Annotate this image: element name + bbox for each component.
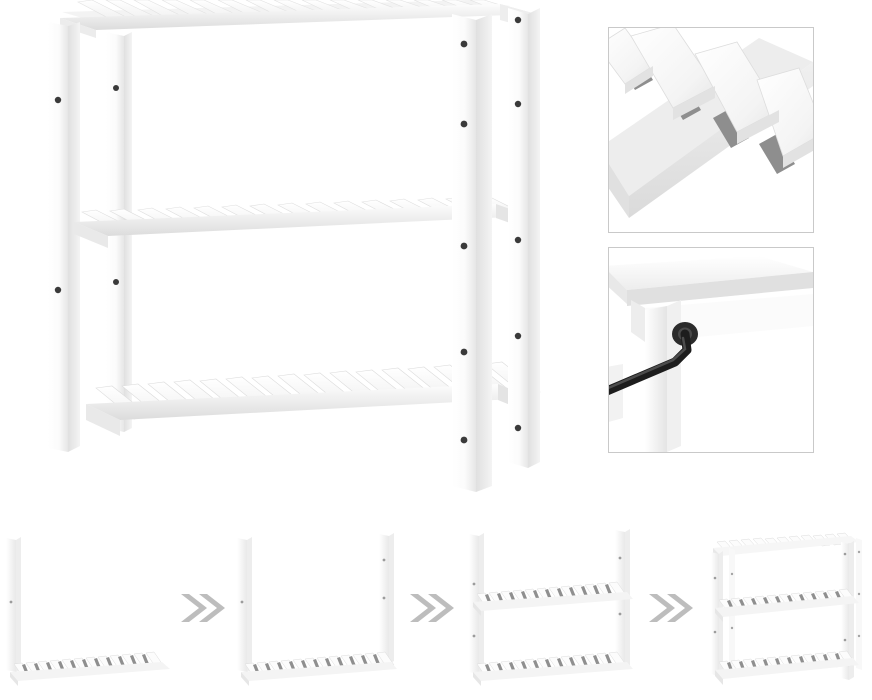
assembly-step-2: Both upright posts attached to the botto… [230,523,404,693]
screw-head [514,100,522,108]
chevron-right-icon [410,593,437,622]
screw-head [113,85,119,91]
assembly-step-4: Completed three-tier shelf with top shel… [698,523,872,693]
chevron-right-icon [198,593,225,622]
screw-head [113,279,119,285]
screw-head [514,424,522,432]
screw-head [514,332,522,340]
assembly-arrow-3 [642,588,698,628]
hex-key-assembly-closeup: Close-up of a black hex key inserted int… [608,247,814,453]
assembly-arrow-2 [403,588,459,628]
slat-construction-closeup: Close-up of the angled slat boards resti… [608,27,814,233]
assembly-step-1: Single upright post attached to the bott… [0,523,174,693]
hero-product-image: White bamboo 3-tier wall shelf shown at … [48,0,541,492]
chevron-right-icon [180,593,207,622]
screw-head [514,16,522,24]
screw-head [514,236,522,244]
screw-head [460,242,468,250]
screw-head [460,436,468,444]
screw-head [460,348,468,356]
hero-right-front-post [452,14,492,492]
screw-head [54,96,62,104]
chevron-right-icon [667,593,694,622]
chevron-right-icon [428,593,455,622]
screw-head [460,120,468,128]
hex-key-tool [609,329,692,395]
chevron-right-icon [649,593,676,622]
hero-right-back-post [508,8,540,468]
hero-middle-shelf [74,195,530,248]
assembly-step-3: Middle shelf added between the two uprig… [459,523,642,693]
assembly-arrow-1 [174,588,230,628]
screw-head [54,286,62,294]
screw-head [460,40,468,48]
hero-top-shelf [60,0,536,38]
assembly-sequence: Single upright post attached to the bott… [0,515,872,700]
hero-left-front-post [48,22,80,452]
